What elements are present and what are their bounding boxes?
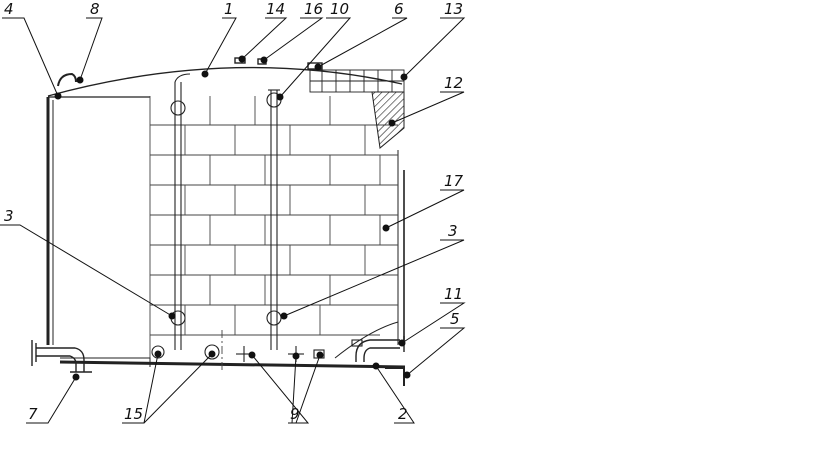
roof-grating [309, 69, 405, 93]
callout-16: 16 [304, 0, 323, 18]
callout-labels: 4 8 1 14 16 10 6 13 12 17 3 3 11 5 7 15 … [4, 0, 464, 423]
tank-bottom [59, 357, 406, 369]
bottom-slope [334, 321, 399, 359]
left-outlet-pipe [31, 340, 92, 373]
leader-dots [54, 55, 411, 381]
callout-9: 9 [290, 405, 300, 423]
callout-2: 2 [398, 405, 408, 423]
brick-lining [149, 96, 398, 372]
callout-15: 15 [124, 405, 143, 423]
callout-14: 14 [266, 0, 285, 18]
wedge-support [371, 91, 405, 149]
roof-fittings [57, 57, 323, 87]
leader-lines [0, 17, 466, 424]
callout-1: 1 [224, 0, 234, 18]
tank-shell [46, 96, 405, 345]
tank-roof [47, 66, 403, 97]
callout-13: 13 [444, 0, 463, 18]
bottom-fittings [151, 339, 363, 362]
callout-3-right: 3 [448, 222, 458, 240]
callout-5: 5 [450, 310, 460, 328]
callout-3-left: 3 [4, 207, 14, 225]
callout-11: 11 [444, 285, 463, 303]
callout-7: 7 [28, 405, 38, 423]
callout-12: 12 [444, 74, 463, 92]
internal-pipes [170, 73, 282, 350]
right-outlet-pipe [355, 336, 405, 386]
callout-17: 17 [444, 172, 464, 190]
callout-4: 4 [4, 0, 14, 18]
callout-8: 8 [90, 0, 100, 18]
callout-6: 6 [394, 0, 404, 18]
callout-10: 10 [330, 0, 349, 18]
